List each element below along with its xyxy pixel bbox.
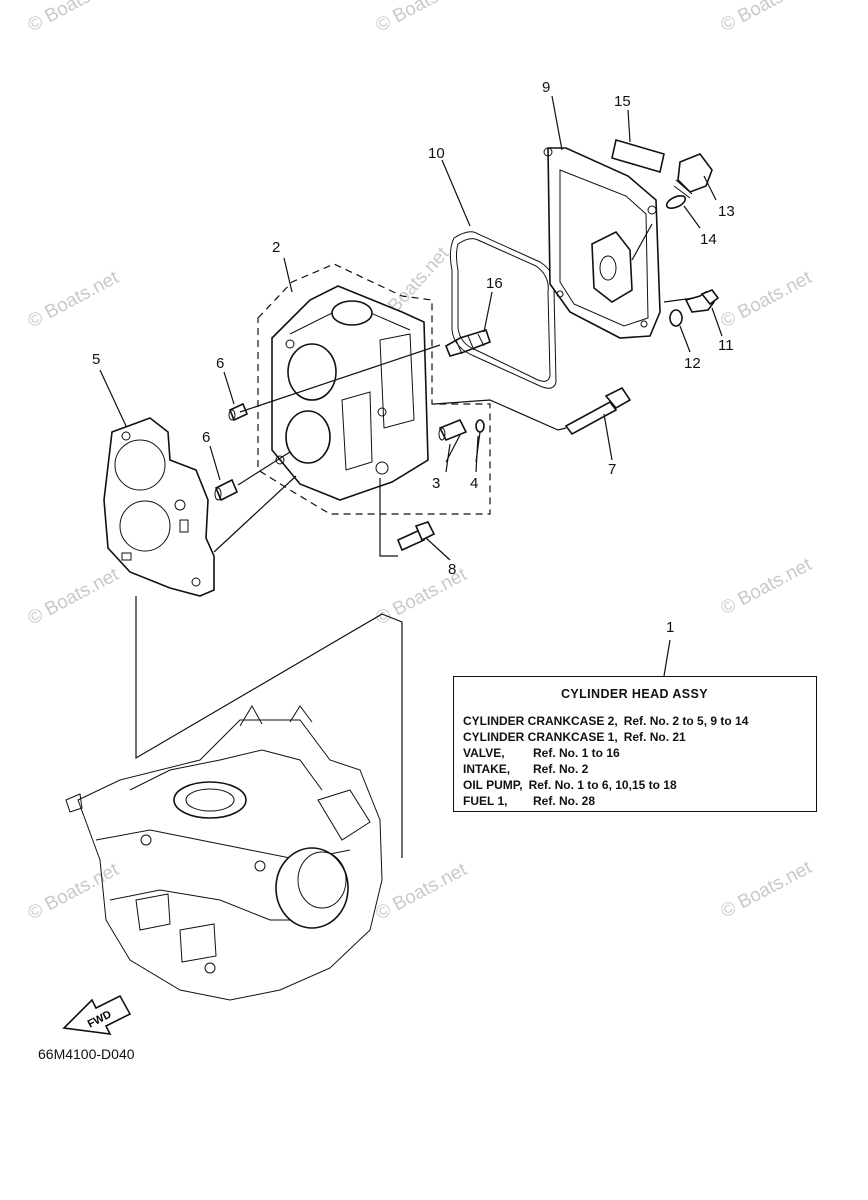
callout-2: 2 (272, 239, 280, 256)
washer (669, 309, 683, 327)
assembly-row-ref: Ref. No. 1 to 16 (533, 746, 620, 760)
callout-6b: 6 (202, 429, 210, 446)
head-gasket (103, 417, 215, 597)
label-plate (611, 138, 665, 174)
callout-7: 7 (608, 461, 616, 478)
watermark: © Boats.net (24, 0, 122, 36)
assembly-row: CYLINDER CRANKCASE 2, Ref. No. 2 to 5, 9… (463, 713, 806, 729)
assembly-row-ref: Ref. No. 28 (533, 794, 596, 808)
assembly-row-label: VALVE, (463, 746, 505, 760)
cylinder-head (257, 263, 491, 515)
fwd-arrow-icon: FWD (62, 994, 132, 1035)
callout-13: 13 (718, 203, 735, 220)
valve-seal (475, 419, 485, 433)
oil-filler-cap (673, 153, 713, 199)
callout-6: 6 (216, 355, 224, 372)
watermark: © Boats.net (24, 859, 122, 925)
callouts: 1 2 3 4 5 6 6 7 8 9 10 11 12 13 14 15 16 (92, 79, 735, 677)
callout-12: 12 (684, 355, 701, 372)
assembly-row-label: OIL PUMP, (463, 778, 523, 792)
assembly-info-box: CYLINDER HEAD ASSY CYLINDER CRANKCASE 2,… (453, 676, 817, 812)
assembly-row-label: FUEL 1, (463, 794, 508, 808)
valve (438, 418, 468, 442)
assembly-row-ref: Ref. No. 21 (623, 730, 686, 744)
assembly-row-label: CYLINDER CRANKCASE 1, (463, 730, 618, 744)
callout-16: 16 (486, 275, 503, 292)
watermark: © Boats.net (372, 0, 470, 36)
callout-5: 5 (92, 351, 100, 368)
watermark: © Boats.net (717, 554, 815, 620)
spark-plug (444, 329, 492, 357)
watermark: © Boats.net (24, 564, 122, 630)
assembly-row: VALVE, Ref. No. 1 to 16 (463, 745, 806, 761)
callout-10: 10 (428, 145, 445, 162)
assembly-row-label: INTAKE, (463, 762, 511, 776)
cover-gasket (449, 231, 557, 389)
watermark: © Boats.net (372, 859, 470, 925)
dowel-pin (214, 478, 239, 502)
assembly-row: FUEL 1, Ref. No. 28 (463, 793, 806, 809)
assembly-row-label: CYLINDER CRANKCASE 2, (463, 714, 618, 728)
head-bolt (564, 386, 632, 436)
cylinder-block (65, 705, 383, 1001)
watermark: © Boats.net (717, 0, 815, 36)
callout-11: 11 (718, 337, 734, 354)
assembly-row: CYLINDER CRANKCASE 1, Ref. No. 21 (463, 729, 806, 745)
watermark: © Boats.net (24, 267, 122, 333)
assembly-title: CYLINDER HEAD ASSY (560, 687, 709, 701)
assembly-row-ref: Ref. No. 1 to 6, 10,15 to 18 (528, 778, 677, 792)
assembly-row-ref: Ref. No. 2 (533, 762, 589, 776)
assembly-row-ref: Ref. No. 2 to 5, 9 to 14 (623, 714, 749, 728)
watermark: © Boats.net (717, 857, 815, 923)
diagram-code: 66M4100-D040 (38, 1046, 135, 1062)
callout-14: 14 (700, 231, 717, 248)
callout-4: 4 (470, 475, 478, 492)
callout-1: 1 (666, 619, 674, 636)
callout-9: 9 (542, 79, 550, 96)
o-ring (665, 195, 687, 209)
head-cover (543, 147, 661, 339)
watermark: © Boats.net (717, 267, 815, 333)
dowel-pin (228, 402, 249, 422)
callout-3: 3 (432, 475, 440, 492)
assembly-row: OIL PUMP, Ref. No. 1 to 6, 10,15 to 18 (463, 777, 806, 793)
short-bolt (396, 521, 436, 552)
assembly-row: INTAKE, Ref. No. 2 (463, 761, 806, 777)
assembly-lines (135, 223, 695, 858)
cover-bolt (684, 289, 720, 313)
callout-15: 15 (614, 93, 631, 110)
callout-8: 8 (448, 561, 456, 578)
